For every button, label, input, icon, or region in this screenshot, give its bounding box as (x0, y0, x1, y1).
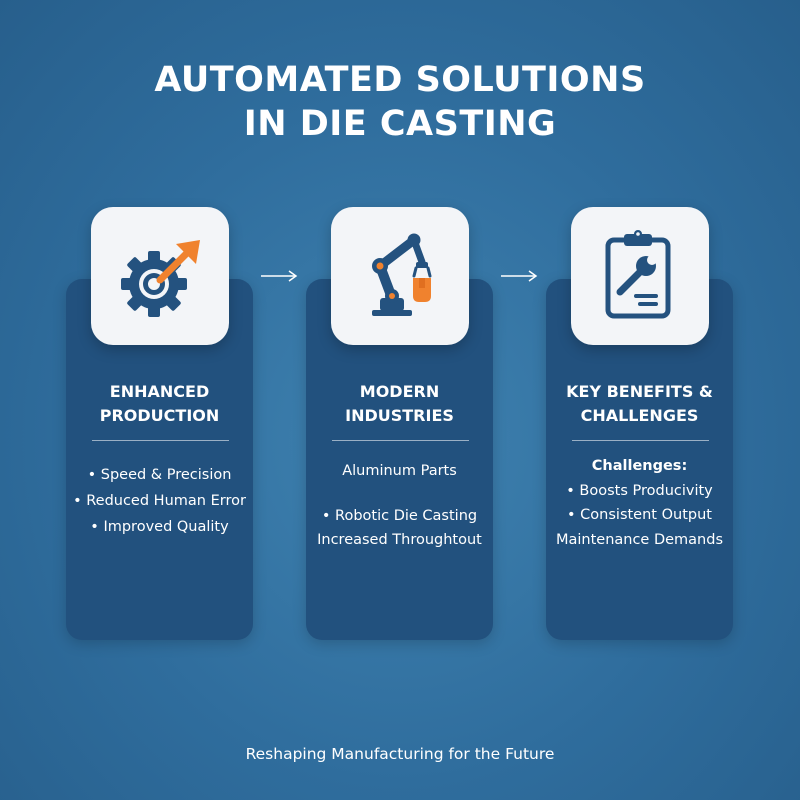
icon-tile-enhanced-production (91, 207, 229, 345)
list-item: Aluminum Parts (342, 463, 457, 479)
title-line-2: IN DIE CASTING (243, 104, 557, 144)
divider (572, 440, 709, 441)
card-heading-line-1: ENHANCED (109, 382, 210, 401)
gear-with-arrow-icon (121, 240, 200, 317)
list-item: • Robotic Die Casting (321, 508, 478, 524)
icon-tile-modern-industries (331, 207, 469, 345)
title-line-1: AUTOMATED SOLUTIONS (154, 60, 646, 100)
list-item: Increased Throughtout (317, 532, 482, 548)
list-item: • Consistent Output (567, 507, 712, 523)
clipboard-wrench-icon (605, 230, 671, 319)
card-heading-line-2: CHALLENGES (580, 406, 699, 425)
card-heading-line-2: PRODUCTION (99, 406, 220, 425)
arrow-right-icon (501, 270, 538, 282)
icon-tile-key-benefits (571, 207, 709, 345)
list-item: • Speed & Precision (87, 467, 232, 483)
list-item: Challenges: (591, 458, 688, 474)
robotic-arm-icon (372, 233, 432, 316)
card-heading-line-1: KEY BENEFITS & (566, 382, 713, 401)
card-heading-line-1: MODERN (359, 382, 440, 401)
divider (332, 440, 469, 441)
divider (92, 440, 229, 441)
card-heading-line-2: INDUSTRIES (345, 406, 454, 425)
footer-tagline: Reshaping Manufacturing for the Future (245, 745, 555, 763)
card-heading: ENHANCED PRODUCTION (66, 380, 253, 428)
card-heading: MODERN INDUSTRIES (306, 380, 493, 428)
list-item: • Reduced Human Error (73, 493, 246, 509)
list-item: • Boosts Producivity (566, 482, 713, 499)
list-item: Maintenance Demands (555, 531, 724, 548)
card-heading: KEY BENEFITS & CHALLENGES (546, 380, 733, 428)
list-item: • Improved Quality (90, 519, 229, 535)
arrow-right-icon (261, 270, 298, 282)
card-list: Challenges: • Boosts Producivity • Consi… (546, 454, 733, 552)
card-list: Aluminum Parts • Robotic Die Casting Inc… (306, 459, 493, 552)
card-list: • Speed & Precision • Reduced Human Erro… (66, 462, 253, 540)
page-title: AUTOMATED SOLUTIONS IN DIE CASTING (0, 58, 800, 146)
